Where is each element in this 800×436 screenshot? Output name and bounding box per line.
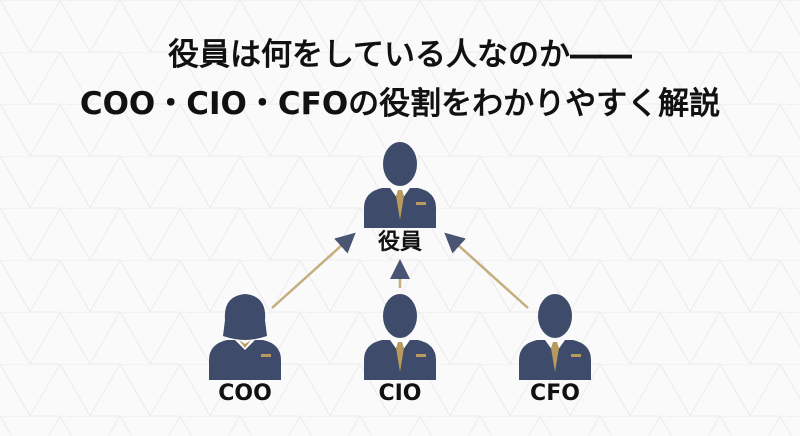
page-title-line-1: 役員は何をしている人なのか―― — [167, 37, 633, 73]
executive-label: 役員 — [377, 230, 422, 255]
coo-label: COO — [218, 381, 272, 406]
cio-businessman-icon — [364, 294, 436, 380]
cio-label: CIO — [378, 381, 422, 406]
cfo-businessman-icon — [519, 294, 591, 380]
page-title-line-2: COO・CIO・CFOの役割をわかりやすく解説 — [79, 86, 721, 122]
coo-businesswoman-icon — [209, 294, 281, 380]
executive-businessman-icon — [364, 142, 436, 228]
arrow-cfo-to-executive — [444, 232, 529, 309]
cfo-label: CFO — [530, 381, 580, 406]
arrow-coo-to-executive — [271, 232, 356, 309]
